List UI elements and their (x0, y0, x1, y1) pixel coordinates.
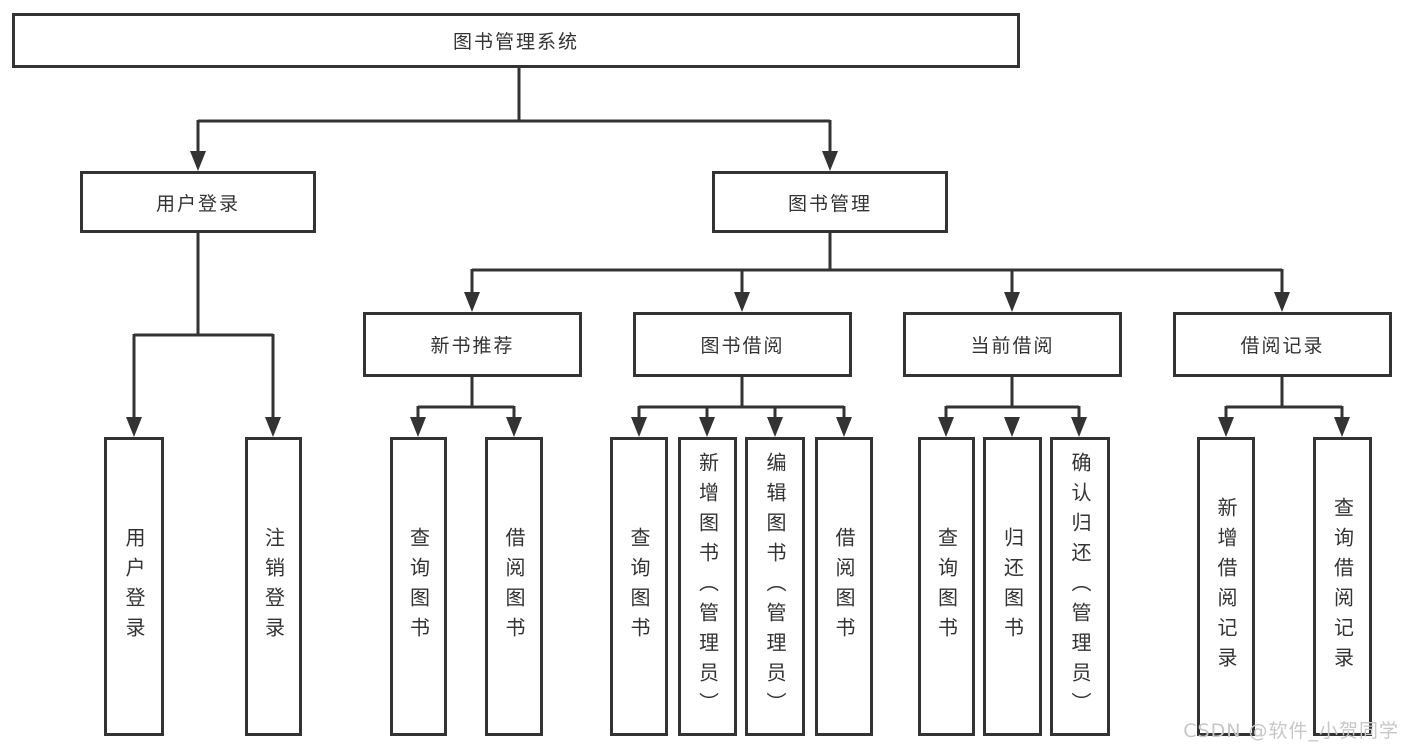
leaf-add-books-admin-label: 新增图书（管理员） (695, 451, 720, 722)
leaf-query-books-current: 查询图书 (918, 437, 975, 736)
leaf-query-books-recommend: 查询图书 (390, 437, 447, 736)
leaf-user-login-label: 用户登录 (122, 526, 146, 647)
leaf-query-books-current-label: 查询图书 (934, 526, 959, 647)
branch-book-management: 图书管理 (712, 171, 948, 233)
leaf-borrow-books-recommend-label: 借阅图书 (502, 526, 526, 647)
leaf-add-books-admin: 新增图书（管理员） (678, 437, 737, 736)
leaf-return-books-label: 归还图书 (1000, 526, 1025, 647)
branch-user-login: 用户登录 (80, 171, 316, 233)
leaf-logout-label: 注销登录 (261, 526, 286, 647)
leaf-confirm-return-admin-label: 确认归还（管理员） (1068, 451, 1092, 722)
leaf-user-login: 用户登录 (104, 437, 164, 736)
root-node-book-management-system: 图书管理系统 (12, 13, 1020, 68)
section-new-book-recommend: 新书推荐 (363, 312, 582, 377)
leaf-add-borrow-record: 新增借阅记录 (1197, 437, 1255, 736)
leaf-edit-books-admin-label: 编辑图书（管理员） (763, 451, 787, 722)
leaf-edit-books-admin: 编辑图书（管理员） (745, 437, 805, 736)
section-borrow-records: 借阅记录 (1173, 312, 1392, 377)
leaf-query-borrow-record: 查询借阅记录 (1313, 437, 1372, 736)
leaf-return-books: 归还图书 (983, 437, 1042, 736)
leaf-query-borrow-record-label: 查询借阅记录 (1330, 496, 1355, 677)
leaf-borrow-books-recommend: 借阅图书 (485, 437, 543, 736)
section-book-borrow: 图书借阅 (633, 312, 852, 377)
leaf-confirm-return-admin: 确认归还（管理员） (1050, 437, 1110, 736)
csdn-watermark: CSDN @软件_小贺同学 (1183, 720, 1399, 742)
leaf-query-books-recommend-label: 查询图书 (406, 526, 431, 647)
leaf-borrow-books: 借阅图书 (815, 437, 873, 736)
section-current-borrow: 当前借阅 (903, 312, 1122, 377)
leaf-add-borrow-record-label: 新增借阅记录 (1214, 496, 1238, 677)
leaf-query-books-borrow: 查询图书 (610, 437, 668, 736)
leaf-logout: 注销登录 (245, 437, 302, 736)
leaf-query-books-borrow-label: 查询图书 (627, 526, 651, 647)
leaf-borrow-books-label: 借阅图书 (832, 526, 856, 647)
